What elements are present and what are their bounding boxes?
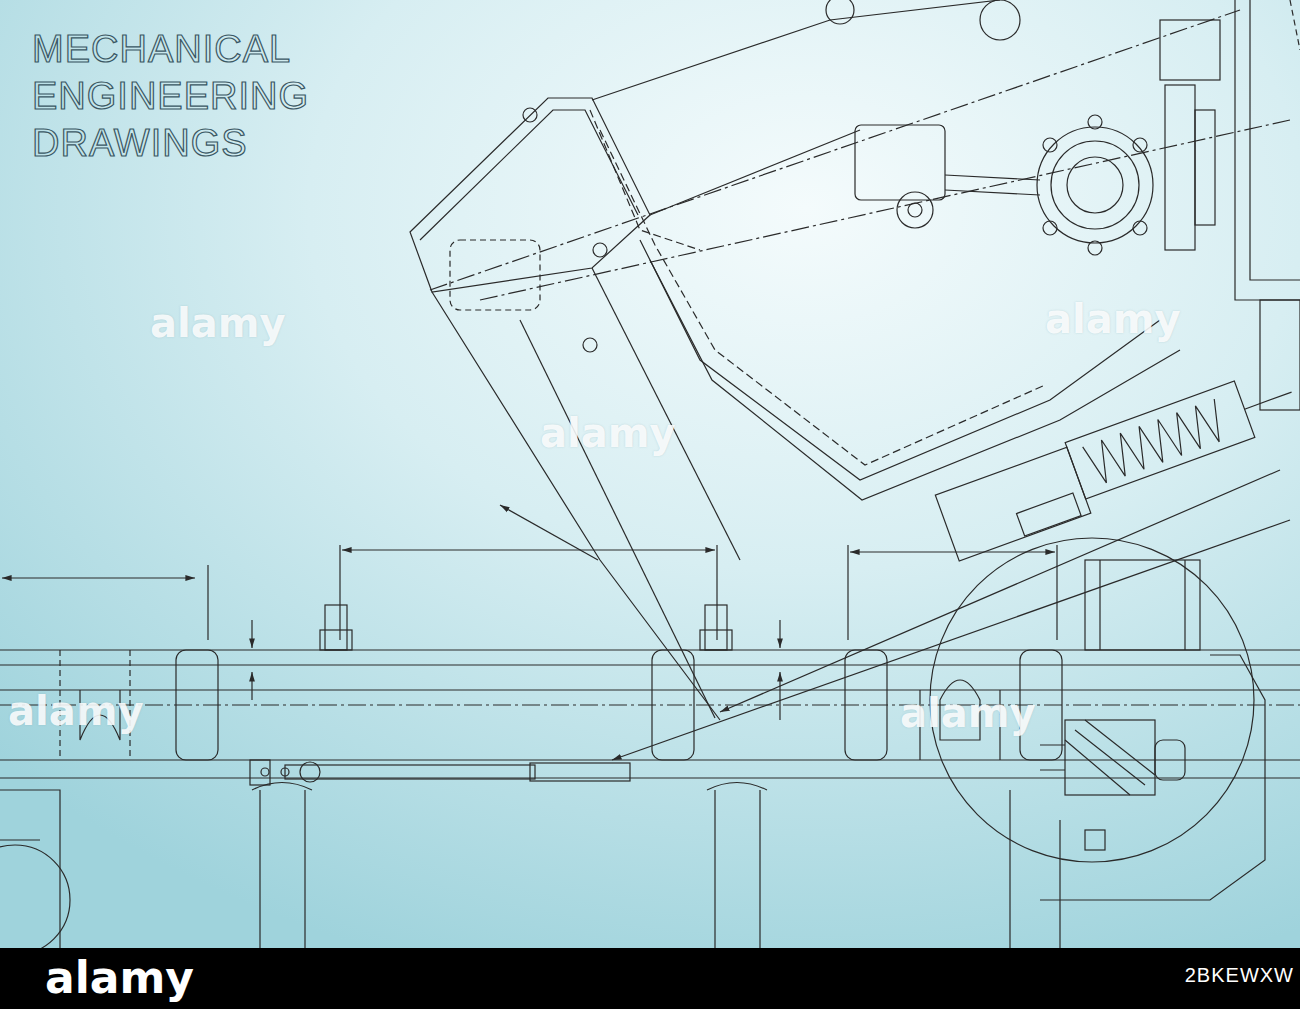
watermark: alamy [540,410,675,456]
image-id: 2BKEWXW [1185,964,1294,987]
watermark: alamy [8,688,143,734]
watermark: alamy [900,690,1035,736]
watermark: alamy [1045,296,1180,342]
watermark: alamy [150,300,285,346]
logo-text: alamy [45,952,194,1003]
outlined-heading: MECHANICAL ENGINEERING DRAWINGS [32,26,392,167]
